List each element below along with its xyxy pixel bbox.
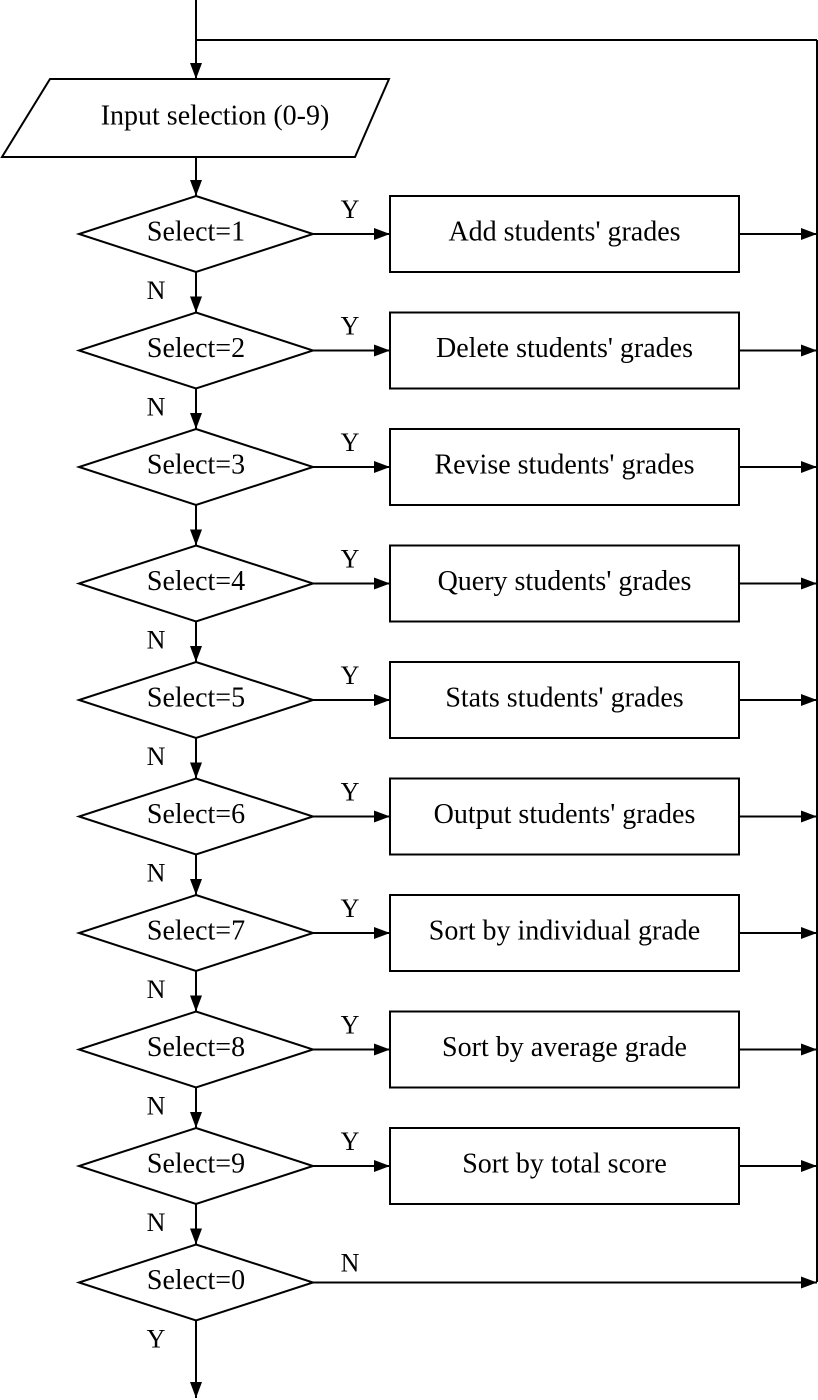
yes-label-3: Y bbox=[341, 428, 360, 457]
no-arrowhead-5 bbox=[190, 762, 202, 779]
action-box-8 bbox=[389, 1010, 740, 1089]
yes-arrowhead-9 bbox=[374, 1160, 390, 1172]
no-arrowhead-7 bbox=[190, 995, 202, 1012]
input-to-decision-arrowhead bbox=[190, 180, 202, 196]
action-label-7: Sort by individual grade bbox=[429, 915, 700, 946]
bus-arrowhead-2 bbox=[801, 344, 817, 357]
no-arrowhead-3 bbox=[190, 529, 202, 546]
action-box-7 bbox=[389, 894, 740, 972]
decision-diamond-6 bbox=[75, 777, 317, 856]
no-arrowhead-1 bbox=[190, 296, 202, 313]
no-label-2: N bbox=[147, 392, 166, 421]
input-label: Input selection (0-9) bbox=[101, 100, 330, 131]
entry-arrowhead bbox=[190, 63, 202, 79]
yes-label-2: Y bbox=[341, 311, 360, 340]
decision-diamond-4 bbox=[75, 544, 317, 623]
exit-no-arrowhead bbox=[801, 1276, 817, 1289]
bus-arrowhead-3 bbox=[801, 461, 817, 473]
no-arrowhead-4 bbox=[190, 646, 202, 662]
action-label-3: Revise students' grades bbox=[434, 449, 694, 480]
bus-arrowhead-7 bbox=[801, 927, 817, 939]
no-arrowhead-2 bbox=[190, 413, 202, 429]
action-box-9 bbox=[389, 1127, 740, 1205]
decision-label-5: Select=5 bbox=[147, 682, 245, 713]
yes-label-1: Y bbox=[341, 195, 360, 224]
yes-label-8: Y bbox=[341, 1010, 360, 1039]
no-label-9: N bbox=[147, 1208, 166, 1237]
action-label-5: Stats students' grades bbox=[445, 682, 683, 713]
action-box-1 bbox=[389, 195, 740, 273]
no-label-5: N bbox=[147, 742, 166, 771]
bus-arrowhead-6 bbox=[801, 810, 817, 823]
decision-label-6: Select=6 bbox=[147, 799, 245, 830]
yes-arrowhead-1 bbox=[374, 228, 390, 240]
connectors bbox=[190, 0, 818, 1398]
yes-label-7: Y bbox=[341, 894, 360, 923]
yes-label-9: Y bbox=[341, 1127, 360, 1156]
yes-arrowhead-4 bbox=[374, 577, 390, 590]
action-box-3 bbox=[389, 428, 740, 506]
decision-label-1: Select=1 bbox=[147, 216, 245, 247]
input-parallelogram bbox=[0, 78, 391, 158]
action-label-6: Output students' grades bbox=[434, 799, 696, 830]
decision-label-exit: Select=0 bbox=[147, 1265, 245, 1296]
yes-label-4: Y bbox=[341, 544, 360, 573]
no-arrowhead-6 bbox=[190, 879, 202, 895]
decision-label-8: Select=8 bbox=[147, 1032, 245, 1063]
bus-arrowhead-1 bbox=[801, 228, 817, 240]
bus-arrowhead-9 bbox=[801, 1160, 817, 1172]
action-label-1: Add students' grades bbox=[448, 216, 680, 247]
action-label-2: Delete students' grades bbox=[436, 333, 693, 364]
yes-arrowhead-3 bbox=[374, 461, 390, 473]
decision-label-2: Select=2 bbox=[147, 333, 245, 364]
action-label-8: Sort by average grade bbox=[442, 1032, 687, 1063]
action-box-6 bbox=[389, 777, 740, 856]
yes-label-6: Y bbox=[341, 777, 360, 806]
decision-diamond-8 bbox=[75, 1010, 317, 1089]
decision-diamond-3 bbox=[75, 427, 317, 507]
action-box-5 bbox=[389, 661, 740, 739]
bus-arrowhead-4 bbox=[801, 577, 817, 590]
yes-label-5: Y bbox=[341, 661, 360, 690]
decision-label-7: Select=7 bbox=[147, 915, 245, 946]
yes-arrowhead-5 bbox=[374, 694, 390, 706]
yes-arrowhead-8 bbox=[374, 1043, 390, 1056]
action-box-4 bbox=[389, 544, 740, 623]
decision-diamond-exit bbox=[75, 1243, 317, 1322]
action-label-4: Query students' grades bbox=[438, 566, 692, 597]
decision-label-3: Select=3 bbox=[147, 449, 245, 480]
decision-diamond-9 bbox=[75, 1126, 317, 1206]
bus-arrowhead-8 bbox=[801, 1043, 817, 1056]
yes-arrowhead-6 bbox=[374, 810, 390, 823]
action-box-2 bbox=[389, 311, 740, 390]
decision-diamond-5 bbox=[75, 660, 317, 740]
decision-diamond-1 bbox=[75, 194, 317, 274]
no-arrowhead-8 bbox=[190, 1112, 202, 1128]
exit-no-label: N bbox=[341, 1248, 360, 1277]
decision-diamond-7 bbox=[75, 893, 317, 973]
no-label-4: N bbox=[147, 625, 166, 654]
yes-arrowhead-2 bbox=[374, 344, 390, 357]
decision-label-9: Select=9 bbox=[147, 1148, 245, 1179]
yes-arrowhead-7 bbox=[374, 927, 390, 939]
no-label-8: N bbox=[147, 1091, 166, 1120]
no-label-7: N bbox=[147, 975, 166, 1004]
action-label-9: Sort by total score bbox=[462, 1148, 667, 1179]
no-arrowhead-9 bbox=[190, 1228, 202, 1245]
no-label-1: N bbox=[147, 276, 166, 305]
no-label-6: N bbox=[147, 858, 166, 887]
exit-yes-arrowhead bbox=[190, 1382, 202, 1398]
decision-diamond-2 bbox=[75, 311, 317, 390]
decision-label-4: Select=4 bbox=[147, 566, 245, 597]
exit-yes-label: Y bbox=[147, 1324, 166, 1353]
bus-arrowhead-5 bbox=[801, 694, 817, 706]
